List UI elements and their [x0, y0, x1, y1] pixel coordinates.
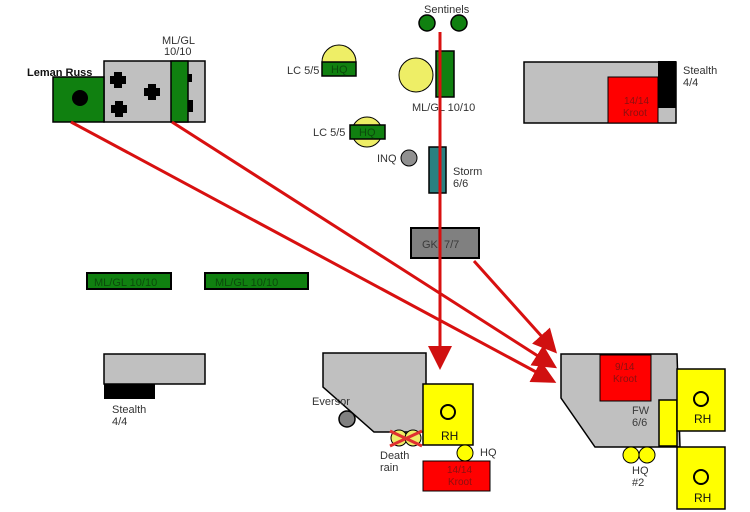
eversor-label: Eversor	[312, 396, 350, 408]
lc-mid-label: LC 5/5	[313, 127, 345, 139]
ring-marker-icon	[440, 404, 456, 420]
stealth-top-count: 4/4	[683, 77, 698, 89]
storm-squad[interactable]	[428, 146, 447, 194]
turret-icon	[72, 90, 88, 106]
kroot-center-squad[interactable]	[422, 460, 491, 492]
fw-count: 6/6	[632, 417, 647, 429]
grey-knights-squad[interactable]	[410, 227, 480, 259]
objective-marker[interactable]	[398, 57, 434, 93]
mlgl-top-count: 10/10	[164, 46, 192, 58]
lc-top-hq-label: HQ	[331, 64, 348, 76]
kroot-top-label: Kroot	[623, 108, 647, 119]
stealth-top-squad[interactable]	[658, 61, 676, 108]
death-rain-models[interactable]	[389, 429, 423, 448]
leman-russ-tank[interactable]	[52, 76, 105, 123]
kroot-center-count: 14/14	[447, 465, 472, 476]
lc-top-squad[interactable]	[321, 44, 357, 77]
rh-right-bottom-label: RH	[694, 491, 711, 505]
ring-marker-icon	[693, 469, 709, 485]
top-left-building	[103, 60, 206, 123]
hq-center-label: HQ	[480, 447, 497, 459]
lc-mid-squad[interactable]	[349, 116, 386, 148]
crater-icon	[110, 72, 126, 88]
storm-count: 6/6	[453, 178, 468, 190]
mlgl-left-squad-1[interactable]	[86, 272, 172, 290]
inquisitor-model[interactable]	[400, 149, 418, 167]
kroot-right-squad[interactable]	[599, 354, 652, 402]
mlgl-center-label: ML/GL 10/10	[412, 102, 475, 114]
rh-center-squad[interactable]	[422, 383, 474, 446]
stealth-top-label: Stealth	[683, 65, 717, 77]
sentinel-walker[interactable]	[418, 14, 436, 32]
crater-icon	[111, 101, 127, 117]
rh-right-bottom-squad[interactable]	[676, 446, 726, 510]
death-rain-label-2: rain	[380, 462, 398, 474]
sentinels-label: Sentinels	[424, 4, 470, 16]
fire-arrows	[70, 32, 558, 383]
arrow-leman-russ-to-fw	[70, 120, 557, 383]
death-rain-label: Death	[380, 450, 409, 462]
rh-center-label: RH	[441, 429, 458, 443]
hq2-models[interactable]	[622, 446, 656, 464]
storm-label: Storm	[453, 166, 482, 178]
kroot-center-label: Kroot	[448, 477, 472, 488]
stealth-left-count: 4/4	[112, 416, 127, 428]
inq-label: INQ	[377, 153, 397, 165]
mlgl-left-2-label: ML/GL 10/10	[215, 277, 278, 289]
eversor-model[interactable]	[338, 410, 356, 428]
leman-russ-label: Leman Russ	[27, 67, 92, 79]
mlgl-left-1-label: ML/GL 10/10	[94, 277, 157, 289]
hq2-label: HQ	[632, 465, 649, 477]
ring-marker-icon	[693, 391, 709, 407]
crater-icon	[144, 84, 160, 100]
sentinel-walker[interactable]	[450, 14, 468, 32]
mlgl-top-label: ML/GL	[162, 35, 195, 47]
kroot-right-count: 9/14	[615, 362, 635, 373]
rh-right-top-label: RH	[694, 412, 711, 426]
hq2-number: #2	[632, 477, 644, 489]
mlgl-top-squad[interactable]	[170, 60, 189, 123]
fw-label: FW	[632, 405, 650, 417]
rh-right-top-squad[interactable]	[676, 368, 726, 432]
mlgl-left-squad-2[interactable]	[204, 272, 309, 290]
arrow-mlgl-to-fw	[171, 120, 558, 369]
arrow-gk-to-fw	[472, 259, 558, 354]
kroot-top-count: 14/14	[624, 96, 649, 107]
ruin-terrain-left	[103, 353, 206, 385]
kroot-top-squad[interactable]	[607, 76, 659, 124]
stealth-left-label: Stealth	[112, 404, 146, 416]
kroot-right-label: Kroot	[613, 374, 637, 385]
lc-mid-hq-label: HQ	[359, 127, 376, 139]
lc-top-label: LC 5/5	[287, 65, 319, 77]
fw-squad[interactable]	[658, 399, 678, 447]
stealth-left-squad[interactable]	[104, 384, 155, 399]
hq-center-model[interactable]	[456, 444, 474, 462]
